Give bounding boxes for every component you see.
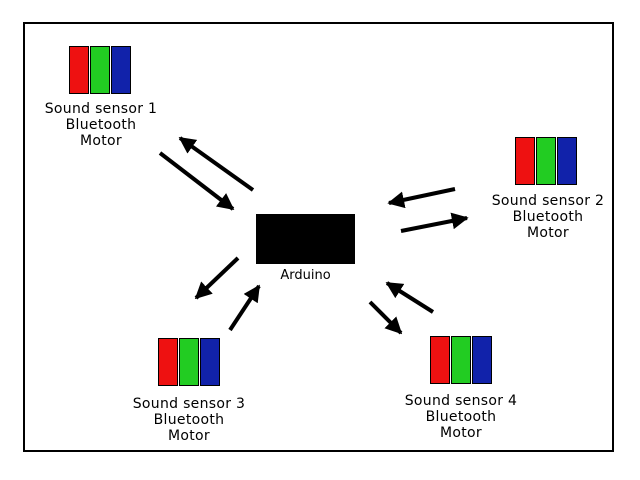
red-bar [69, 46, 89, 94]
node-4-sensor: Sound sensor 4 [404, 393, 518, 409]
green-bar [536, 137, 556, 185]
blue-bar [200, 338, 220, 386]
blue-bar [111, 46, 131, 94]
arrow-arduino-to-node4 [368, 300, 403, 335]
red-bar [430, 336, 450, 384]
arduino-box [256, 214, 355, 264]
green-bar [90, 46, 110, 94]
arrow-arduino-to-node1 [178, 136, 255, 192]
node-2-bluetooth: Bluetooth [512, 209, 584, 225]
green-bar [179, 338, 199, 386]
arrow-arduino-to-node3 [194, 256, 240, 300]
red-bar [158, 338, 178, 386]
node-2-label: Sound sensor 2 Bluetooth Motor [468, 193, 628, 241]
arrow-node3-to-arduino [228, 284, 261, 332]
arrow-node4-to-arduino [385, 281, 435, 314]
green-bar [451, 336, 471, 384]
node-1-sensor: Sound sensor 1 [44, 101, 158, 117]
rgb-icon-node-4 [430, 336, 493, 384]
node-1-motor: Motor [80, 133, 122, 149]
blue-bar [557, 137, 577, 185]
arrow-node1-to-arduino [158, 151, 235, 211]
blue-bar [472, 336, 492, 384]
node-4-label: Sound sensor 4 Bluetooth Motor [381, 393, 541, 441]
node-4-motor: Motor [440, 425, 482, 441]
node-2-sensor: Sound sensor 2 [491, 193, 605, 209]
node-2-motor: Motor [527, 225, 569, 241]
red-bar [515, 137, 535, 185]
node-3-label: Sound sensor 3 Bluetooth Motor [109, 396, 269, 444]
rgb-icon-node-3 [158, 338, 221, 386]
arduino-label: Arduino [280, 268, 331, 283]
node-4-bluetooth: Bluetooth [425, 409, 497, 425]
node-3-motor: Motor [168, 428, 210, 444]
node-3-bluetooth: Bluetooth [153, 412, 225, 428]
arrow-node2-to-arduino [387, 187, 456, 209]
rgb-icon-node-2 [515, 137, 578, 185]
rgb-icon-node-1 [69, 46, 132, 94]
node-1-label: Sound sensor 1 Bluetooth Motor [21, 101, 181, 149]
node-3-sensor: Sound sensor 3 [132, 396, 246, 412]
node-1-bluetooth: Bluetooth [65, 117, 137, 133]
arrow-arduino-to-node2 [400, 212, 469, 233]
